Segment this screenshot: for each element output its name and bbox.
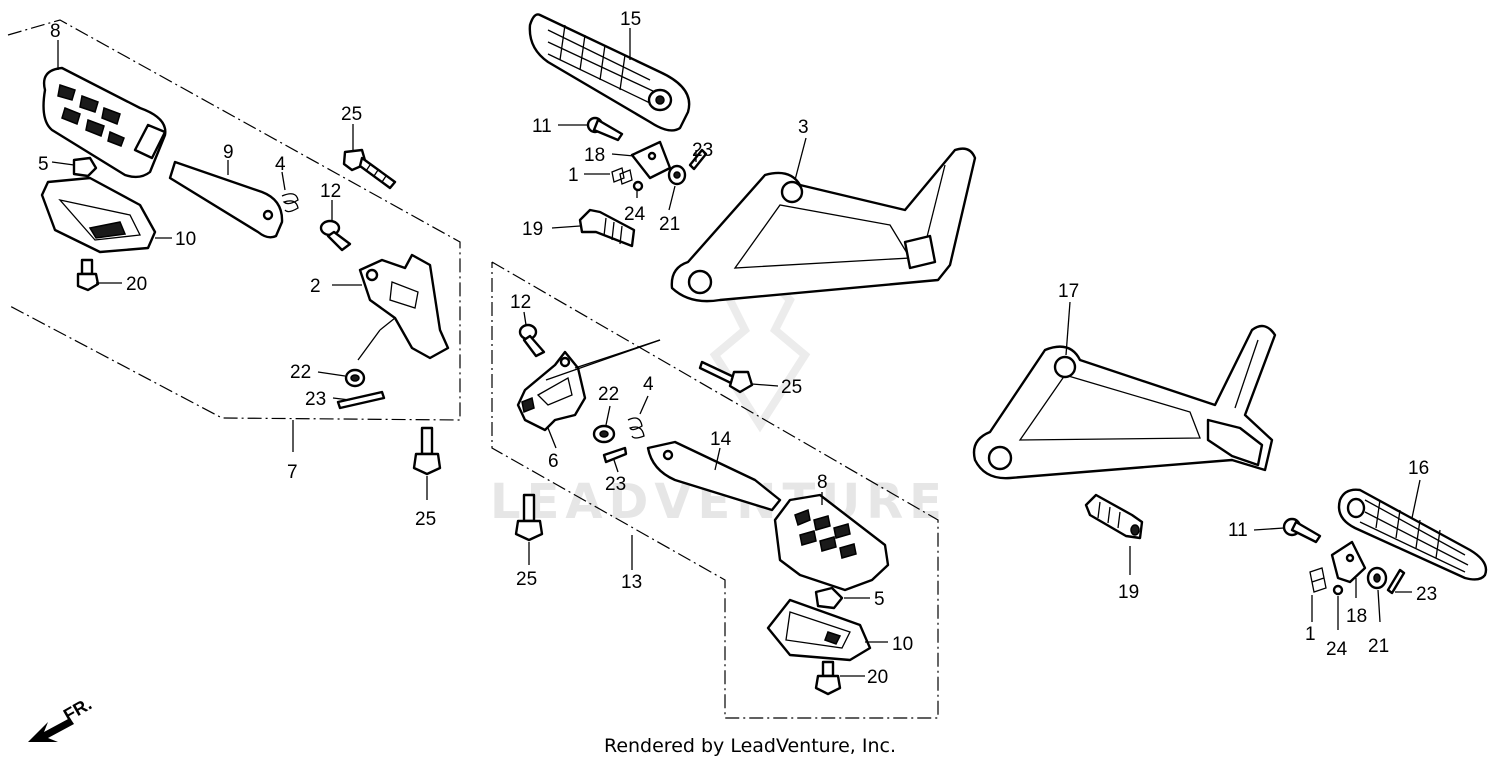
callout-17: 17 xyxy=(1058,281,1079,302)
cotter-23-upper xyxy=(688,148,708,171)
bracket-3 xyxy=(670,147,977,303)
callout-24-right: 24 xyxy=(1326,639,1348,660)
footpeg-plate-9 xyxy=(168,160,284,239)
callout-13: 13 xyxy=(621,572,642,593)
callout-1-upper: 1 xyxy=(568,165,579,186)
callout-1-right: 1 xyxy=(1305,624,1316,645)
spring-4-left xyxy=(281,193,299,213)
bolt-25-middle-right xyxy=(698,360,754,394)
callout-5-middle: 5 xyxy=(874,589,885,610)
bolt-25-lower-left xyxy=(412,426,442,476)
callout-5-left: 5 xyxy=(38,154,49,175)
callout-22-middle: 22 xyxy=(598,384,619,405)
callout-21-upper: 21 xyxy=(659,214,680,235)
callout-2: 2 xyxy=(310,276,321,297)
callout-16: 16 xyxy=(1408,458,1429,479)
callout-24-upper: 24 xyxy=(624,204,646,225)
callout-18-upper: 18 xyxy=(584,145,605,166)
washer-22-left xyxy=(344,368,366,388)
nut-5-left xyxy=(72,156,98,178)
footpeg-rubber-8-middle xyxy=(773,493,890,592)
callout-4-left: 4 xyxy=(275,154,286,175)
callout-14: 14 xyxy=(710,429,732,450)
callout-23-upper: 23 xyxy=(692,140,713,161)
footpeg-rubber-8-left xyxy=(42,66,167,179)
callout-23-right: 23 xyxy=(1416,584,1437,605)
callout-9: 9 xyxy=(223,142,234,163)
washer-21-upper xyxy=(667,164,687,186)
bolt-20-left xyxy=(76,258,100,292)
leaders-right xyxy=(1065,301,1421,630)
nut-5-middle xyxy=(814,586,844,610)
washer-21-right xyxy=(1366,566,1388,590)
spring-4-middle xyxy=(627,417,645,439)
spring-1-upper xyxy=(611,167,633,185)
bolt-25-upper-left xyxy=(342,148,397,190)
assembly-frame-13 xyxy=(491,261,939,719)
callout-7: 7 xyxy=(287,462,298,483)
bracket-2 xyxy=(358,253,450,360)
ball-24-right xyxy=(1332,584,1344,596)
rubber-pad-10-middle xyxy=(766,598,872,662)
plate-14 xyxy=(646,440,782,512)
cotter-23-middle xyxy=(602,446,628,464)
callout-3: 3 xyxy=(798,117,809,138)
callout-25-middle-lower: 25 xyxy=(516,569,537,590)
callout-10-left: 10 xyxy=(175,229,196,250)
callout-19-upper: 19 xyxy=(522,219,543,240)
footpeg-15 xyxy=(528,13,691,132)
bracket-6 xyxy=(516,350,587,432)
callout-8-left: 8 xyxy=(50,21,61,42)
washer-22-middle xyxy=(592,424,616,444)
callout-11-upper: 11 xyxy=(532,116,552,137)
pin-12-middle xyxy=(518,323,546,358)
plate-18-right xyxy=(1330,540,1367,584)
callout-12-left: 12 xyxy=(320,181,341,202)
callout-21-right: 21 xyxy=(1368,636,1389,657)
callout-12-middle: 12 xyxy=(510,292,531,313)
callout-15: 15 xyxy=(620,9,641,30)
callout-23-middle: 23 xyxy=(605,474,626,495)
callout-25-lower-left: 25 xyxy=(415,509,436,530)
spring-1-right xyxy=(1309,567,1327,593)
pin-11-upper xyxy=(586,116,624,142)
callout-25-middle-right: 25 xyxy=(781,377,802,398)
callout-6: 6 xyxy=(548,451,559,472)
callout-22-left: 22 xyxy=(290,362,311,383)
callout-10-middle: 10 xyxy=(892,634,913,655)
pin-11-right xyxy=(1282,517,1322,544)
callout-labels: 8 5 9 4 10 20 12 25 2 22 23 7 25 15 11 1… xyxy=(38,9,1437,688)
plate-18-upper xyxy=(630,140,672,180)
bracket-17 xyxy=(972,324,1277,480)
bolt-19-right xyxy=(1084,493,1144,540)
leaders-top xyxy=(551,28,807,229)
callout-8-middle: 8 xyxy=(817,472,828,493)
pin-12-left xyxy=(319,219,352,252)
ball-24-upper xyxy=(632,180,644,192)
bolt-20-middle xyxy=(814,660,842,696)
bolt-25-middle-lower xyxy=(514,493,544,542)
assembly-frame-7 xyxy=(7,19,461,452)
callout-4-middle: 4 xyxy=(643,374,654,395)
cotter-pin-23-left xyxy=(336,390,386,410)
callout-18-right: 18 xyxy=(1346,606,1367,627)
callout-20-middle: 20 xyxy=(867,667,888,688)
callout-19-right: 19 xyxy=(1118,582,1139,603)
callout-25-upper-left: 25 xyxy=(341,104,362,125)
leaders-left xyxy=(51,40,428,500)
leaders-middle xyxy=(523,311,888,677)
cotter-23-right xyxy=(1386,568,1406,595)
footpeg-16 xyxy=(1337,488,1488,581)
rubber-pad-10-left xyxy=(40,176,157,254)
bolt-19-upper xyxy=(578,208,636,248)
callout-20-left: 20 xyxy=(126,274,147,295)
callout-11-right: 11 xyxy=(1228,520,1248,541)
callout-23-left: 23 xyxy=(305,389,326,410)
footer-credit: Rendered by LeadVenture, Inc. xyxy=(603,735,897,757)
